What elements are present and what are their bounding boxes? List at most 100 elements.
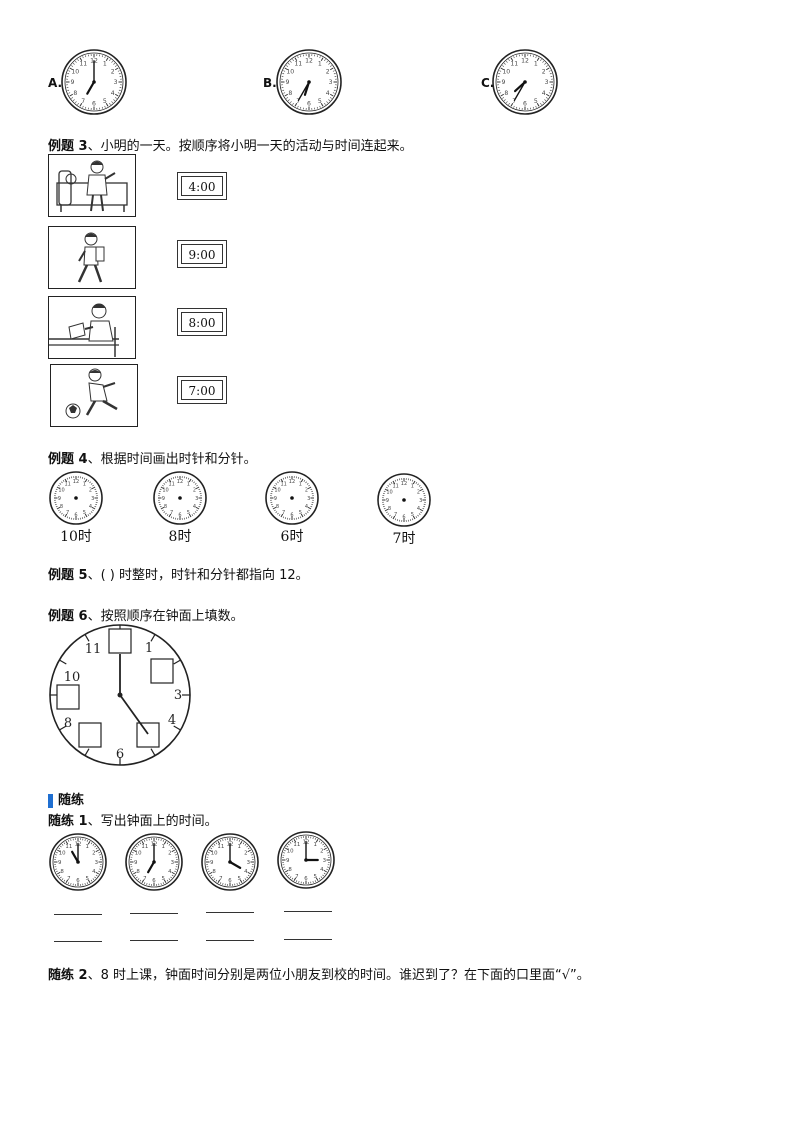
clock-tick [84, 839, 86, 841]
clock-numeral: 5 [237, 876, 240, 882]
option-c-label: C. [481, 76, 495, 90]
clock-inner-rim [204, 836, 256, 888]
clock-tick [168, 878, 171, 881]
answer-line-3b[interactable] [206, 940, 254, 941]
clock-tick [282, 73, 285, 75]
clock-numeral: 1 [313, 842, 316, 848]
time-box-1[interactable]: 4:00 [177, 172, 227, 200]
answer-line-3a[interactable] [206, 912, 254, 913]
clock-tick [146, 839, 148, 841]
clock-tick [239, 840, 243, 845]
answer-line-2b[interactable] [130, 940, 178, 941]
clock-tick [67, 882, 70, 885]
clock-tick [131, 854, 133, 856]
clock-tick [187, 477, 190, 480]
clock-numeral: 9 [501, 79, 505, 86]
clock-tick [160, 839, 162, 841]
clock-tick [295, 837, 298, 840]
walking-scene[interactable] [48, 226, 136, 289]
clock-tick [59, 845, 62, 848]
clock-numeral: 6 [290, 512, 293, 518]
clock-tick [382, 505, 385, 508]
clock-tick [95, 503, 98, 506]
blank-box-2[interactable] [150, 658, 174, 684]
clock-tick [246, 876, 249, 879]
clock-tick [238, 882, 241, 885]
clock-numeral: 5 [313, 874, 316, 880]
blank-box-9[interactable] [56, 684, 80, 710]
clock-numeral: 6 [304, 876, 308, 882]
reading-scene[interactable] [48, 296, 136, 359]
clock-tick [58, 509, 60, 512]
clock-tick [499, 70, 502, 72]
clock-numeral: 12 [177, 479, 183, 485]
clock-tick [191, 480, 194, 482]
answer-line-2a[interactable] [130, 913, 178, 914]
time-box-3[interactable]: 8:00 [177, 308, 227, 336]
clock-tick [384, 508, 389, 512]
clock-tick [198, 488, 201, 491]
bed-scene[interactable] [48, 154, 136, 217]
clock-tick [109, 59, 111, 61]
clock-tick [389, 514, 391, 517]
blank-box-12[interactable] [108, 628, 132, 654]
answer-line-1b[interactable] [54, 941, 102, 942]
clock-numeral: 3 [91, 496, 94, 502]
clock-numeral: 2 [168, 851, 171, 857]
answer-line-1a[interactable] [54, 914, 102, 915]
clock-numeral: 3 [114, 79, 118, 86]
answer-line-4a[interactable] [284, 911, 332, 912]
blank-box-5[interactable] [136, 722, 160, 748]
clock-tick [101, 55, 103, 58]
clock-numeral: 5 [534, 98, 538, 105]
clock-numeral: 8 [60, 504, 63, 510]
soccer-scene[interactable] [50, 364, 138, 427]
clock-tick [546, 65, 548, 67]
clock-inner-rim [280, 834, 332, 886]
blank-box-7[interactable] [78, 722, 102, 748]
clock-tick [300, 513, 304, 518]
answer-line-4b[interactable] [284, 939, 332, 940]
clock-tick [411, 518, 414, 521]
clock-tick [283, 92, 286, 94]
clock-tick [297, 105, 299, 108]
clock-tick [59, 876, 62, 879]
clock-tick [500, 93, 505, 97]
clock-tick [56, 849, 61, 853]
clock-tick [66, 477, 69, 480]
clock-numeral: 3 [307, 496, 310, 502]
clock-tick [282, 477, 285, 480]
clock-tick [387, 485, 390, 487]
clock-tick [333, 89, 336, 91]
time-box-2[interactable]: 9:00 [177, 240, 227, 268]
clock-tick [61, 878, 64, 881]
clock-tick [498, 73, 501, 75]
clock-tick [59, 511, 62, 513]
time-box-4[interactable]: 7:00 [177, 376, 227, 404]
clock-tick [386, 486, 388, 489]
clock-tick [63, 842, 66, 845]
clock-numeral: 1 [187, 481, 190, 487]
clock-tick [113, 99, 116, 101]
clock-tick [160, 506, 165, 510]
clock-tick [544, 63, 547, 65]
clock-numeral: 2 [92, 851, 95, 857]
clock-tick [207, 854, 209, 856]
soccer-scene-illustration [65, 368, 118, 419]
clock-tick [536, 57, 540, 62]
clock-tick [63, 879, 66, 882]
clock-numeral: 4 [193, 504, 196, 510]
clock-numeral: 1 [534, 60, 538, 67]
clock-tick [284, 67, 289, 71]
